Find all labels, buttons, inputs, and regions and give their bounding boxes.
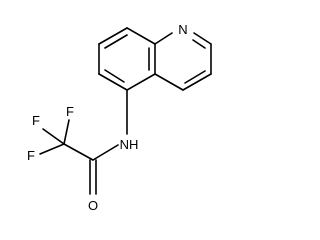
bond-c-f3: [39, 143, 65, 155]
double-bond-inner: [104, 34, 128, 49]
bond: [154, 32, 173, 45]
bond-c-f1: [42, 128, 65, 145]
chemical-structure-diagram: N NH O F F F: [27, 22, 212, 213]
atom-label-amide-nh: NH: [120, 137, 139, 152]
atom-label-fluorine-2: F: [66, 104, 74, 119]
atom-label-ring-nitrogen: N: [178, 22, 187, 37]
double-bond-inner: [192, 39, 206, 49]
atom-label-oxygen: O: [88, 198, 98, 213]
bond-n-carbonyl: [92, 144, 119, 161]
atom-label-fluorine-1: F: [32, 113, 40, 128]
atom-label-fluorine-3: F: [27, 148, 35, 163]
bond-carbonyl-cf3: [63, 143, 94, 161]
atom-labels: N NH O F F F: [27, 22, 188, 213]
quinoline-benzo-ring: [98, 27, 156, 91]
bond: [154, 73, 184, 91]
bond: [193, 32, 212, 45]
double-bond-inner: [104, 69, 125, 83]
bond: [182, 73, 212, 91]
bond: [98, 73, 128, 91]
bond: [126, 27, 156, 45]
trifluoroacetamide-group: [39, 89, 128, 195]
double-bond-inner: [184, 70, 206, 84]
bond: [98, 27, 128, 45]
quinoline-pyridine-ring: [154, 32, 212, 91]
bond-c-f2: [63, 119, 70, 145]
bond: [126, 73, 156, 91]
